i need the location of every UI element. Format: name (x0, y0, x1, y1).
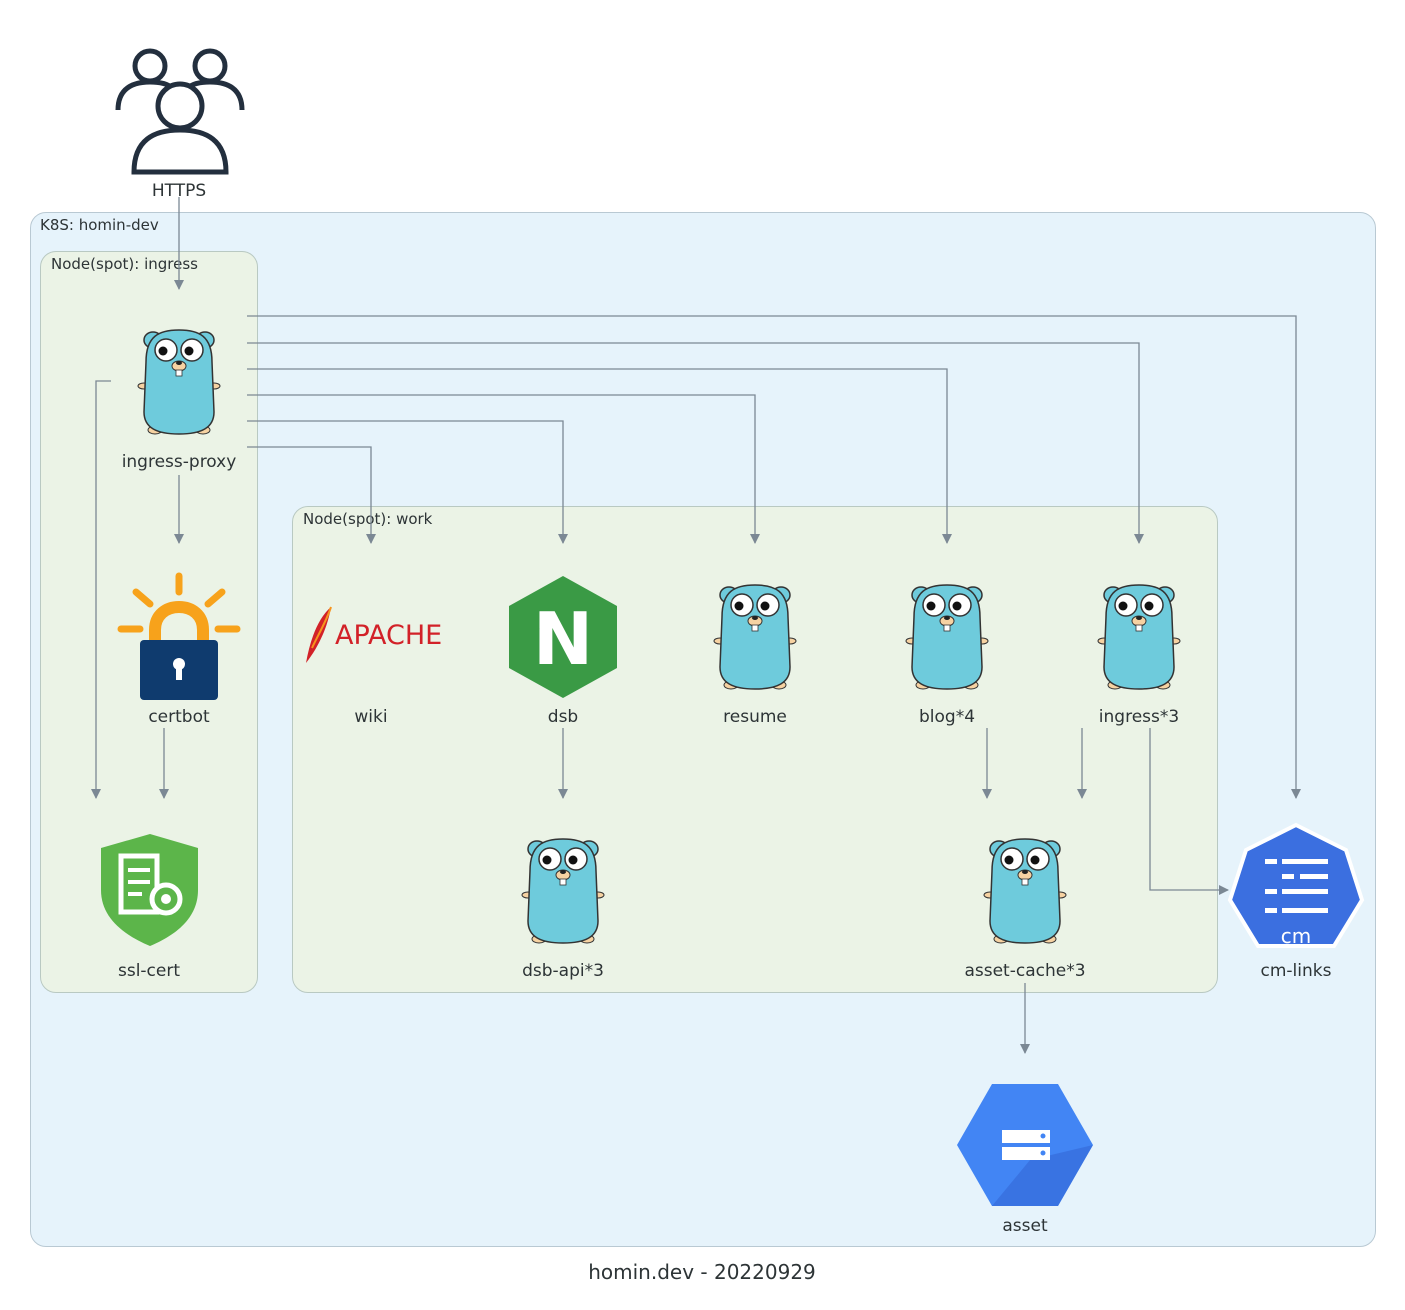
ssl-cert-label: ssl-cert (117, 961, 181, 981)
cm-logo-text: cm (1281, 924, 1311, 948)
blog-gopher-icon (905, 584, 989, 690)
edge-proxy-wiki (247, 446, 376, 544)
users-icon (115, 48, 245, 175)
apache-logo-icon: APACHE (306, 606, 442, 663)
edge-proxy-cm-links (247, 315, 1301, 799)
resume-label: resume (723, 707, 787, 727)
ingress-proxy-gopher-icon (137, 329, 221, 435)
edge-proxy-dsb (247, 420, 568, 544)
dsb-api-label: dsb-api*3 (522, 961, 604, 981)
asset-storage-icon (957, 1084, 1093, 1206)
diagram-caption: homin.dev - 20220929 (588, 1260, 816, 1284)
work-node-label: Node(spot): work (303, 510, 433, 528)
ingress-proxy-label: ingress-proxy (121, 452, 237, 472)
blog-label: blog*4 (918, 707, 976, 727)
nginx-logo-icon: N (509, 576, 617, 698)
certbot-icon (117, 572, 241, 700)
ingress3-gopher-icon (1097, 584, 1181, 690)
wiki-label: wiki (354, 707, 388, 727)
edge-ingress3-cm-links (1149, 728, 1229, 895)
ssl-cert-shield-icon (101, 834, 198, 946)
cm-links-icon: cm (1227, 822, 1365, 948)
resume-gopher-icon (713, 584, 797, 690)
nginx-logo-letter: N (533, 597, 593, 681)
edge-proxy-ssl-cert (91, 380, 111, 799)
apache-logo-text: APACHE (335, 620, 442, 651)
edge-proxy-resume (247, 394, 760, 544)
dsb-api-gopher-icon (521, 838, 605, 944)
edge-proxy-blog (247, 368, 952, 544)
ingress-node-label: Node(spot): ingress (51, 255, 198, 273)
edge-proxy-ingress3 (247, 342, 1144, 544)
users-label: HTTPS (151, 181, 207, 201)
asset-cache-label: asset-cache*3 (964, 961, 1086, 981)
asset-cache-gopher-icon (983, 838, 1067, 944)
ingress3-label: ingress*3 (1098, 707, 1180, 727)
certbot-label: certbot (148, 707, 210, 727)
dsb-label: dsb (547, 707, 579, 727)
asset-label: asset (1002, 1216, 1048, 1236)
cm-links-label: cm-links (1260, 961, 1332, 981)
k8s-cluster-label: K8S: homin-dev (40, 216, 159, 234)
